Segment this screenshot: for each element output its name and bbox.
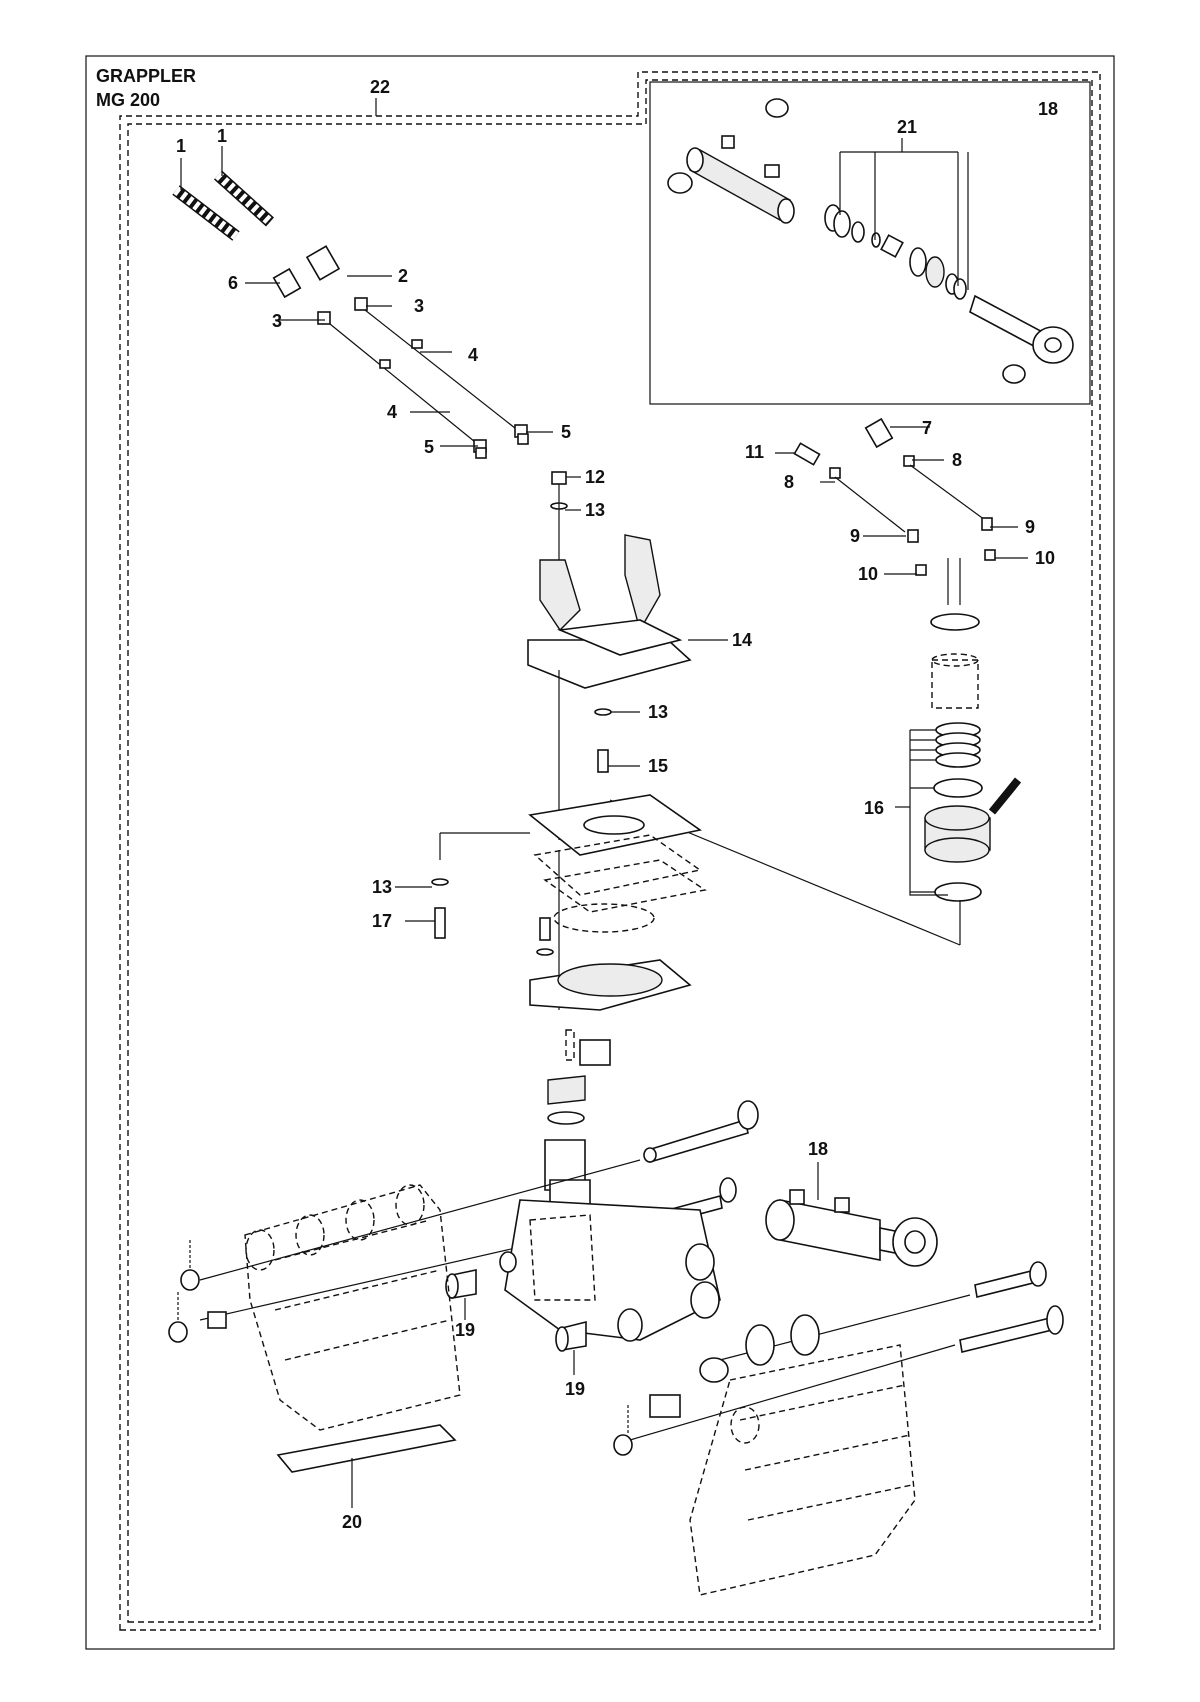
callout-3-left: 3: [272, 311, 282, 331]
bucket-right: [613, 1314, 916, 1596]
diagram-model: MG 200: [96, 90, 161, 110]
bucket-left: [168, 1184, 461, 1431]
callout-13-mid: 13: [648, 702, 668, 722]
callout-2: 2: [398, 266, 408, 286]
cylinder-detail-inset: [649, 81, 1091, 405]
callout-12: 12: [585, 467, 605, 487]
callout-22: 22: [370, 77, 390, 97]
callout-6: 6: [228, 273, 238, 293]
cutting-edge-20: [276, 1424, 457, 1508]
callout-4-left: 4: [387, 402, 397, 422]
callout-19-lower: 19: [565, 1379, 585, 1399]
callout-16: 16: [864, 798, 884, 818]
hose-assembly-right: [775, 417, 1028, 576]
callout-18-cylinder: 18: [808, 1139, 828, 1159]
group-boundary-22: [119, 71, 1101, 1631]
callout-8-right: 8: [952, 450, 962, 470]
rotator-body: [445, 1199, 721, 1375]
hose-assembly-left: [172, 146, 553, 459]
callout-9-left: 9: [850, 526, 860, 546]
callout-1-right: 1: [217, 126, 227, 146]
callout-7: 7: [922, 418, 932, 438]
hydraulic-cylinder: [765, 1162, 938, 1267]
callout-21: 21: [897, 117, 917, 137]
callout-labels: 22 21 18 1 1 2 3 3 6 4 4 5 5 7 8 8 9 9 1…: [176, 77, 1058, 1532]
callout-15: 15: [648, 756, 668, 776]
callout-14: 14: [732, 630, 752, 650]
callout-19-upper: 19: [455, 1320, 475, 1340]
callout-10-right: 10: [1035, 548, 1055, 568]
callout-20: 20: [342, 1512, 362, 1532]
diagram-title: GRAPPLER: [96, 66, 197, 86]
callout-5-left: 5: [424, 437, 434, 457]
callout-10-left: 10: [858, 564, 878, 584]
callout-3-right: 3: [414, 296, 424, 316]
top-bracket: [527, 471, 728, 840]
rotation-swivel: [609, 558, 1022, 946]
cylinder-exploded-parts: [667, 98, 1074, 384]
group-boundary-inner: [127, 79, 1093, 1623]
callout-13-top: 13: [585, 500, 605, 520]
callout-9-right: 9: [1025, 517, 1035, 537]
callout-18-inset: 18: [1038, 99, 1058, 119]
rotator-core: [395, 794, 707, 1226]
callout-4-right: 4: [468, 345, 478, 365]
callout-11: 11: [745, 442, 764, 462]
callout-8-left: 8: [784, 472, 794, 492]
callout-17: 17: [372, 911, 392, 931]
callout-13-left: 13: [372, 877, 392, 897]
outer-frame: [85, 55, 1115, 1650]
callout-5-right: 5: [561, 422, 571, 442]
callout-1-left: 1: [176, 136, 186, 156]
